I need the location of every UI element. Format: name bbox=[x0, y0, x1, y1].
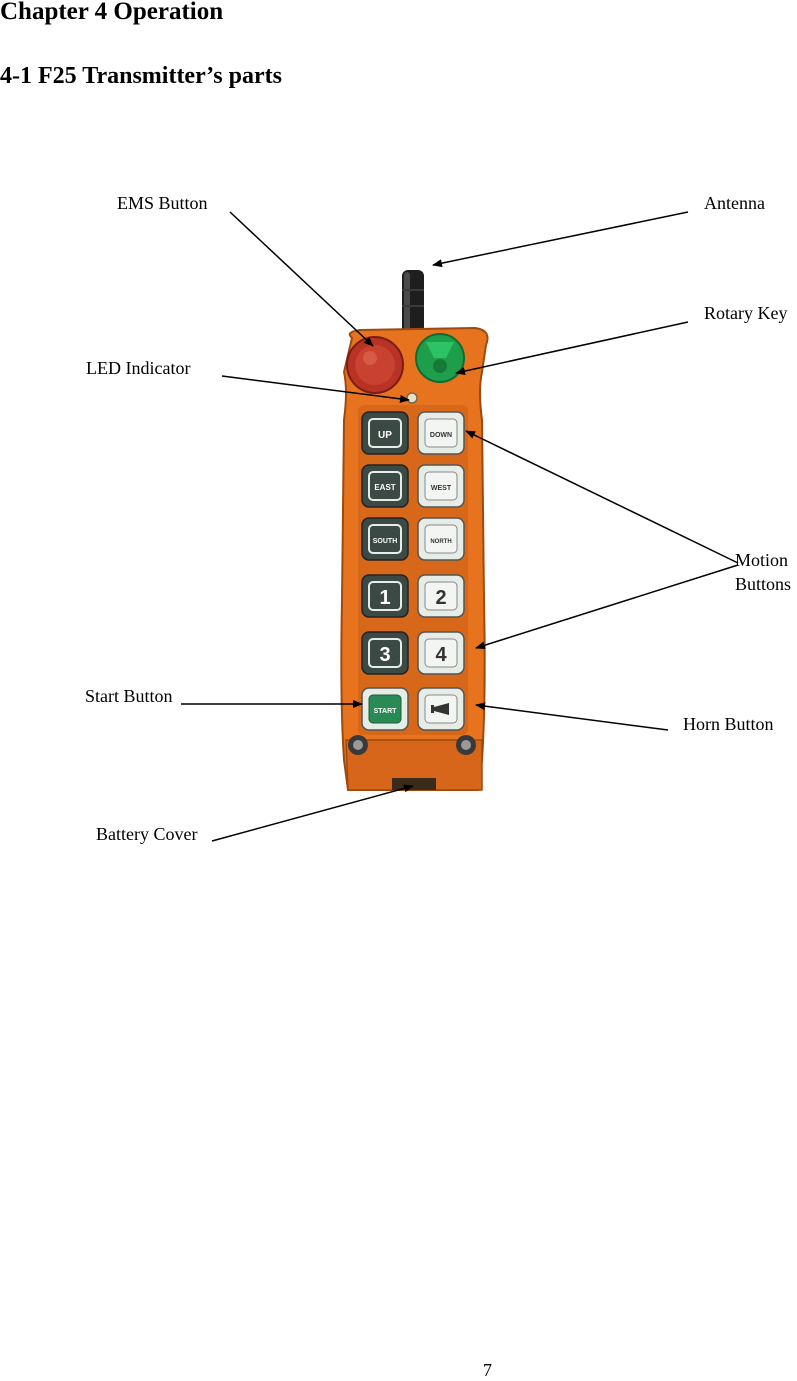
north-label: NORTH bbox=[430, 539, 451, 545]
button-4[interactable]: 4 bbox=[417, 631, 465, 675]
horn-label: Horn Button bbox=[683, 714, 774, 734]
ems-callout-line bbox=[229, 211, 374, 347]
rotary-callout-line bbox=[455, 321, 689, 375]
horn-callout-line bbox=[475, 702, 669, 731]
rotary-key[interactable] bbox=[415, 333, 465, 383]
antenna bbox=[402, 270, 424, 340]
up-label: UP bbox=[378, 430, 392, 441]
button-1-label: 1 bbox=[379, 587, 390, 609]
battery-callout-line bbox=[211, 784, 414, 842]
button-4-label: 4 bbox=[435, 644, 447, 666]
motion-label-line1: Motion bbox=[735, 550, 789, 570]
start-label: Start Button bbox=[85, 686, 173, 706]
horn-button[interactable] bbox=[417, 687, 465, 731]
button-grid: UP DOWN EAST WEST SOUTH NORTH bbox=[361, 411, 465, 731]
led-label: LED Indicator bbox=[86, 358, 191, 378]
rotary-key-label: Rotary Key bbox=[704, 303, 788, 323]
button-2[interactable]: 2 bbox=[417, 574, 465, 618]
screw-right bbox=[456, 735, 476, 755]
motion-label-line2: Buttons bbox=[735, 574, 792, 594]
motion-callout-line-top bbox=[465, 430, 739, 564]
south-button[interactable]: SOUTH bbox=[361, 517, 409, 561]
ems-label: EMS Button bbox=[117, 193, 208, 213]
down-button[interactable]: DOWN bbox=[417, 411, 465, 455]
button-2-label: 2 bbox=[435, 587, 446, 609]
north-button[interactable]: NORTH bbox=[417, 517, 465, 561]
west-button[interactable]: WEST bbox=[417, 464, 465, 508]
button-3[interactable]: 3 bbox=[361, 631, 409, 675]
horn-icon bbox=[431, 703, 449, 715]
ems-button[interactable] bbox=[346, 336, 404, 394]
start-button[interactable]: START bbox=[361, 687, 409, 731]
button-1[interactable]: 1 bbox=[361, 574, 409, 618]
chapter-heading: Chapter 4 Operation bbox=[0, 0, 224, 25]
screw-left bbox=[348, 735, 368, 755]
page-number: 7 bbox=[483, 1360, 492, 1380]
led-indicator bbox=[406, 392, 418, 404]
west-label: WEST bbox=[431, 485, 452, 492]
section-heading: 4-1 F25 Transmitter’s parts bbox=[0, 63, 282, 89]
led-callout-line bbox=[221, 375, 410, 403]
antenna-callout-line bbox=[432, 211, 689, 268]
antenna-label: Antenna bbox=[704, 193, 765, 213]
motion-callout-line-bottom bbox=[475, 564, 739, 650]
east-label: EAST bbox=[374, 483, 395, 492]
south-label: SOUTH bbox=[373, 538, 398, 545]
up-button[interactable]: UP bbox=[361, 411, 409, 455]
start-key-label: START bbox=[374, 708, 398, 715]
battery-cover-label: Battery Cover bbox=[96, 824, 198, 844]
button-3-label: 3 bbox=[379, 644, 390, 666]
east-button[interactable]: EAST bbox=[361, 464, 409, 508]
down-label: DOWN bbox=[430, 432, 452, 439]
